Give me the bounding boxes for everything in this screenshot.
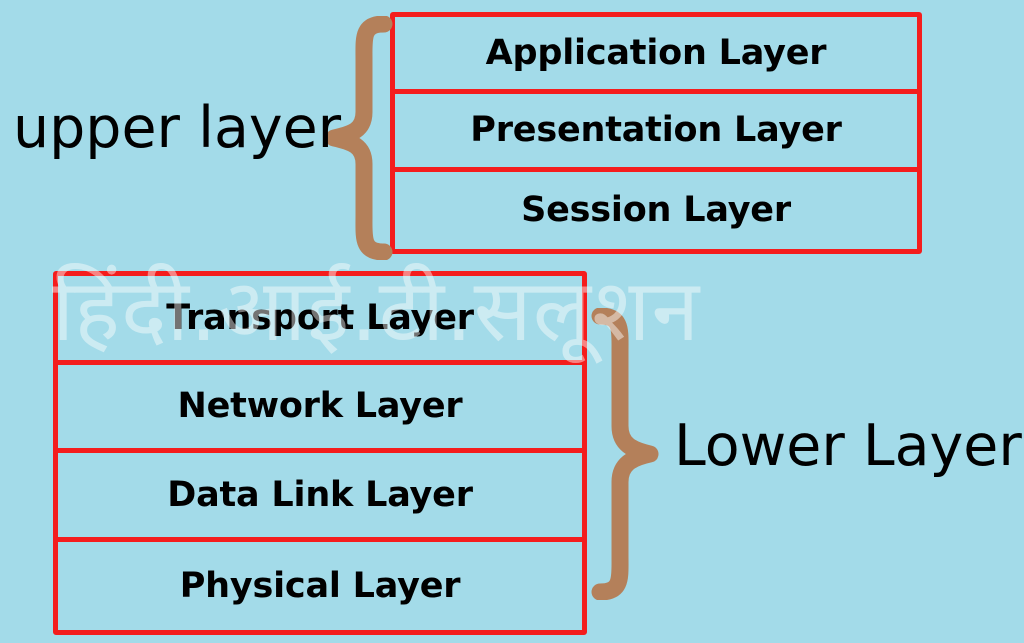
- layer-row-transport[interactable]: Transport Layer: [58, 276, 582, 365]
- layer-label: Physical Layer: [179, 565, 461, 606]
- layer-row-application[interactable]: Application Layer: [395, 17, 917, 95]
- lower-layer-group-label: Lower Layer: [674, 413, 1022, 479]
- layer-row-session[interactable]: Session Layer: [395, 172, 917, 249]
- layer-label: Application Layer: [485, 33, 827, 74]
- layer-label: Network Layer: [177, 386, 463, 427]
- lower-layer-stack: Transport Layer Network Layer Data Link …: [53, 271, 587, 635]
- layer-row-network[interactable]: Network Layer: [58, 365, 582, 453]
- upper-layer-brace-icon: [322, 16, 396, 260]
- layer-label: Presentation Layer: [470, 110, 842, 151]
- upper-layer-stack: Application Layer Presentation Layer Ses…: [390, 12, 922, 254]
- layer-label: Transport Layer: [166, 297, 474, 338]
- lower-layer-brace-icon: [588, 308, 662, 600]
- upper-layer-group-label: upper layer: [13, 95, 342, 161]
- layer-row-data-link[interactable]: Data Link Layer: [58, 453, 582, 542]
- layer-row-presentation[interactable]: Presentation Layer: [395, 94, 917, 172]
- layer-label: Data Link Layer: [167, 474, 473, 515]
- layer-label: Session Layer: [521, 190, 791, 231]
- layer-row-physical[interactable]: Physical Layer: [58, 542, 582, 631]
